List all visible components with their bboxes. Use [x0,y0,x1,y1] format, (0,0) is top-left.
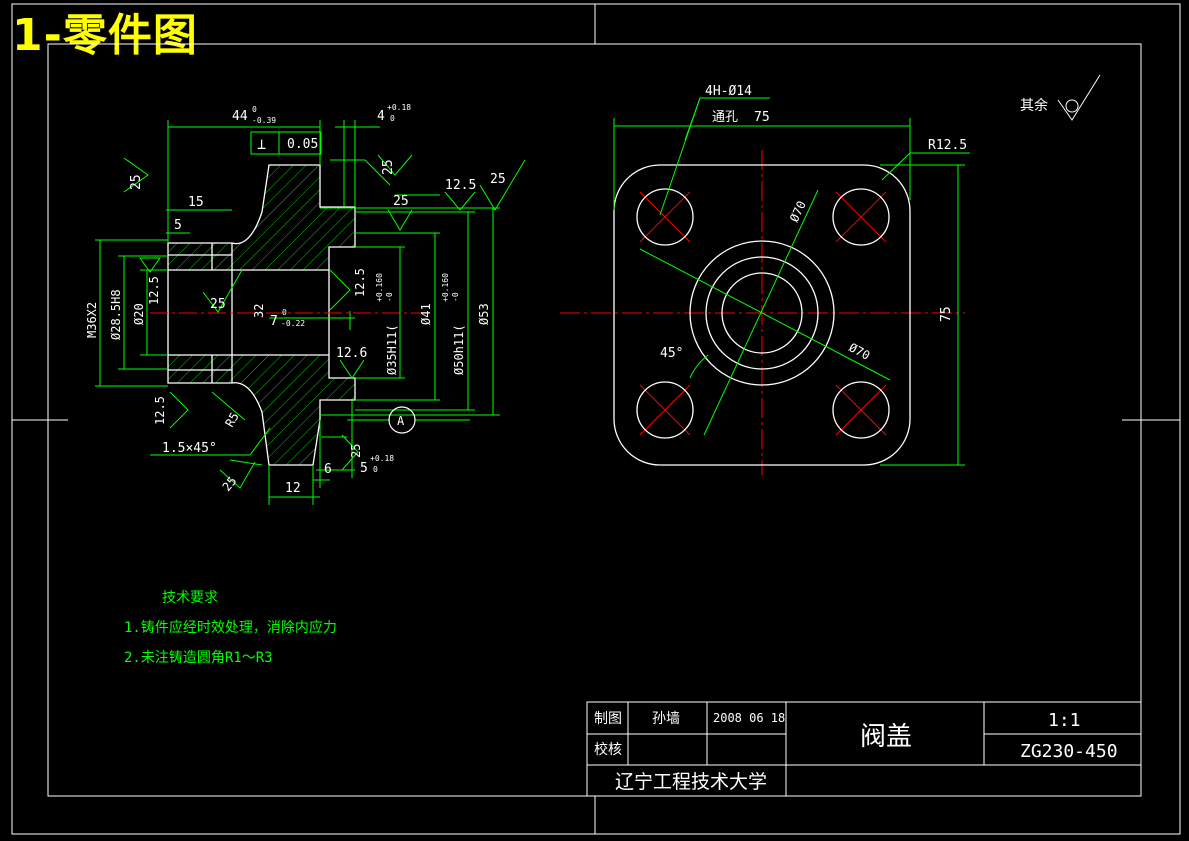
dim-6: 6 [324,462,332,477]
other-surfaces-label: 其余 [1020,97,1048,114]
plan-centerlines [560,150,965,475]
bolt-hole-bottom-left [636,381,694,439]
holes-4h-14: 4H-Ø14 [705,84,752,99]
section-outline [167,164,356,466]
section-dimension-lines [95,120,500,505]
dim-5: 5 [174,218,182,233]
bolt-hole-top-right [832,188,890,246]
dim-32: 32 [252,304,266,318]
technical-notes: 技术要求 1.铸件应经时效处理，消除内应力 2.未注铸造圆角R1～R3 [124,590,337,666]
drawn-by-label: 制图 [594,711,622,727]
bolt-hole-top-left [636,188,694,246]
bolt-hole-bottom-right [832,381,890,439]
checked-by-label: 校核 [594,741,622,758]
sheet-frame [11,3,1181,835]
roughness-25-left: 25 [129,174,144,190]
notes-line-1: 1.铸件应经时效处理，消除内应力 [124,619,337,636]
dia-70-a: Ø70 [787,199,809,225]
dim-12: 12 [285,481,301,496]
dim-4-tol-lower: 0 [390,114,395,123]
notes-title: 技术要求 [162,590,218,606]
drawing-date: 2008 06 18 [713,711,785,725]
roughness-25-mid: 25 [393,194,409,209]
dia-50-h11: Ø50h11( [452,324,466,375]
dia-53: Ø53 [477,303,491,325]
perpendicularity-symbol: ⊥ [257,135,266,153]
flange-square [613,164,911,466]
section-dimension-text: 44 0 -0.39 4 +0.18 0 ⊥ 0.05 15 5 25 25 2… [85,103,506,496]
dia-41: Ø41 [419,303,433,325]
perpendicularity-value: 0.05 [287,137,318,152]
title-block: 制图 孙墙 2008 06 18 校核 阀盖 1:1 ZG230-450 辽宁工… [586,701,1142,797]
dim-7-tol-lower: -0.22 [281,319,305,328]
dim-44-tol-lower: -0.39 [252,116,276,125]
dia-50-tol-lower: -0 [451,292,460,302]
dim-15: 15 [188,195,204,210]
dia-20: Ø20 [132,303,146,325]
notes-line-2: 2.未注铸造圆角R1～R3 [124,650,273,666]
thread-m36x2: M36X2 [85,302,99,338]
surface-roughness-note: 其余 [1020,74,1101,121]
dia-35-tol-upper: +0.160 [375,273,384,302]
dim-4: 4 [377,109,385,124]
datum-a-label: A [397,414,405,428]
plan-outline [613,164,911,466]
dia-50-tol-upper: +0.160 [441,273,450,302]
dim-44: 44 [232,109,248,124]
datum-a-circle [388,406,416,434]
roughness-12-6: 12.6 [336,346,367,361]
roughness-25-top: 25 [381,159,396,175]
dim-44-tol-upper: 0 [252,105,257,114]
roughness-25-bottom: 25 [349,444,363,458]
dia-35-h11: Ø35H11( [385,324,399,375]
dim-5-b-tol-upper: +0.18 [370,454,394,463]
dia-28-5-h8: Ø28.5H8 [109,289,123,340]
roughness-12-5-left: 12.5 [153,396,167,425]
plan-dimension-lines [613,97,970,466]
dim-75-side: 75 [939,306,954,322]
roughness-symbols [123,154,526,489]
roughness-12-5-bore: 12.5 [147,276,161,305]
drawing-scale: 1:1 [1048,710,1081,731]
dim-75-top: 75 [754,110,770,125]
dim-5-b: 5 [360,461,368,476]
roughness-12-5-inner: 12.5 [353,268,367,297]
school-name: 辽宁工程技术大学 [615,771,767,793]
material-grade: ZG230-450 [1020,741,1118,762]
drawn-by-name: 孙墙 [652,711,680,727]
plan-view: 4H-Ø14 通孔 75 R12.5 Ø70 Ø70 45° 75 [560,84,970,475]
section-view: 44 0 -0.39 4 +0.18 0 ⊥ 0.05 15 5 25 25 2… [85,103,526,505]
plan-dimension-text: 4H-Ø14 通孔 75 R12.5 Ø70 Ø70 45° 75 [660,84,967,363]
chamfer-1-5x45: 1.5×45° [162,441,217,456]
angle-45: 45° [660,346,683,361]
radius-r5: R5 [222,410,241,430]
part-name: 阀盖 [860,722,912,752]
roughness-12-5-top: 12.5 [445,178,476,193]
dim-7-tol-upper: 0 [282,308,287,317]
slide-title: 1-零件图 [12,10,198,61]
radius-r12-5: R12.5 [928,138,967,153]
through-hole: 通孔 [712,110,738,125]
boss-outer-circle [689,240,835,386]
boss-middle-circle [705,256,819,370]
boss-inner-circle [721,272,803,354]
roughness-25-top-right: 25 [490,172,506,187]
dim-5-b-tol-lower: 0 [373,465,378,474]
roughness-25-bottom-left: 25 [220,474,240,494]
dia-35-tol-lower: -0 [385,292,394,302]
roughness-25-bore: 25 [210,297,226,312]
dim-7: 7 [270,314,278,329]
dim-4-tol-upper: +0.18 [387,103,411,112]
